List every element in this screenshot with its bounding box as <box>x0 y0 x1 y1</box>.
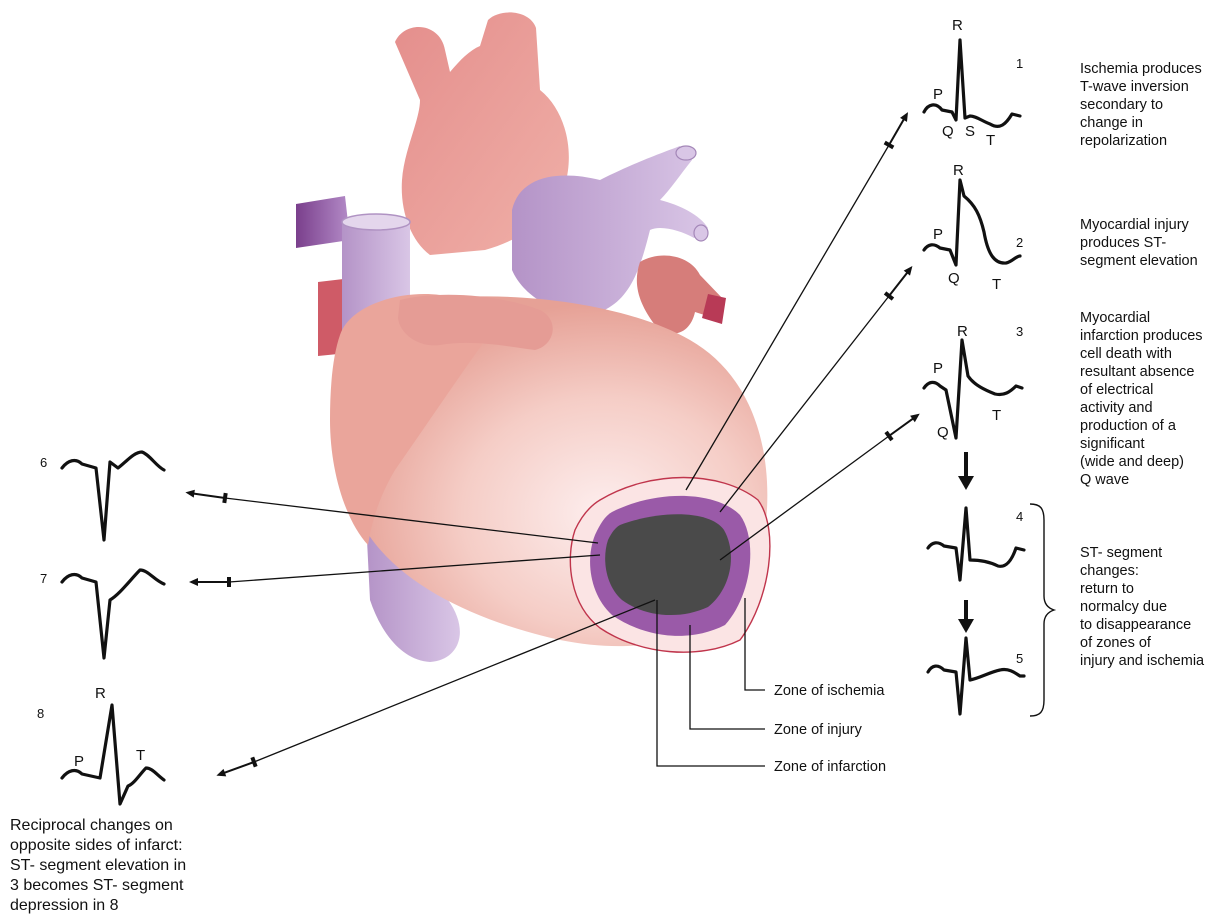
infarct-zones <box>570 478 770 653</box>
wave8-P: P <box>74 753 84 770</box>
description-1-line: Ischemia produces <box>1080 60 1202 78</box>
ecg-waveform-6 <box>62 452 164 540</box>
ecg-waveform-1 <box>924 40 1020 126</box>
wave1-T: T <box>986 132 995 149</box>
description-3-line: Myocardial <box>1080 309 1203 327</box>
reciprocal-line: ST- segment elevation in <box>10 856 186 876</box>
arrow-icon-3 <box>886 410 923 440</box>
description-3: Myocardial infarction produces cell deat… <box>1080 309 1203 489</box>
pulmonary-branch-end <box>676 146 696 160</box>
right-red-vessel <box>637 256 724 334</box>
zone-injury-label: Zone of injury <box>774 722 863 738</box>
description-3-line: infarction produces <box>1080 327 1203 345</box>
description-3-line: production of a <box>1080 417 1203 435</box>
wave-number-7: 7 <box>40 571 47 586</box>
description-1-line: secondary to <box>1080 96 1202 114</box>
arrow-icon-7 <box>189 577 229 587</box>
description-3-line: Q wave <box>1080 471 1203 489</box>
description-2: Myocardial injury produces ST- segment e… <box>1080 216 1198 270</box>
description-3-line: of electrical <box>1080 381 1203 399</box>
wave-number-1: 1 <box>1016 56 1023 71</box>
wave2-Q: Q <box>948 270 960 287</box>
zone-infarction-label: Zone of infarction <box>774 759 886 775</box>
reciprocal-description: Reciprocal changes on opposite sides of … <box>10 816 186 916</box>
reciprocal-line: Reciprocal changes on <box>10 816 186 836</box>
wave1-P: P <box>933 86 943 103</box>
pulmonary-branch-end-2 <box>694 225 708 241</box>
reciprocal-line: opposite sides of infarct: <box>10 836 186 856</box>
description-1: Ischemia produces T-wave inversion secon… <box>1080 60 1202 150</box>
description-4-5-line: of zones of <box>1080 634 1204 652</box>
description-2-line: Myocardial injury <box>1080 216 1198 234</box>
description-4-5-line: normalcy due <box>1080 598 1204 616</box>
reciprocal-line: 3 becomes ST- segment <box>10 876 186 896</box>
wave2-P: P <box>933 226 943 243</box>
bracket-4-5 <box>1030 504 1054 716</box>
arrow-icon-6 <box>185 487 226 502</box>
wave1-S: S <box>965 123 975 140</box>
wave3-T: T <box>992 407 1001 424</box>
description-4-5-line: return to <box>1080 580 1204 598</box>
wave2-T: T <box>992 276 1001 293</box>
description-1-line: repolarization <box>1080 132 1202 150</box>
description-4-5-line: ST- segment <box>1080 544 1204 562</box>
ecg-waveform-2 <box>924 180 1020 265</box>
ecg-waveform-4 <box>928 508 1024 580</box>
down-arrow-icon-1 <box>958 452 974 490</box>
wave1-R: R <box>952 17 963 34</box>
description-2-line: segment elevation <box>1080 252 1198 270</box>
vena-cava-top <box>342 214 410 230</box>
wave-number-4: 4 <box>1016 509 1023 524</box>
arrow-icon-2 <box>885 263 916 299</box>
zone-ischemia-label: Zone of ischemia <box>774 683 885 699</box>
down-arrow-icon-2 <box>958 600 974 633</box>
wave2-R: R <box>953 162 964 179</box>
description-1-line: change in <box>1080 114 1202 132</box>
wave-number-3: 3 <box>1016 324 1023 339</box>
ecg-waveform-5 <box>928 638 1024 714</box>
description-3-line: cell death with <box>1080 345 1203 363</box>
arrow-icon-1 <box>885 110 913 148</box>
reciprocal-line: depression in 8 <box>10 896 186 916</box>
description-1-line: T-wave inversion <box>1080 78 1202 96</box>
description-3-line: resultant absence <box>1080 363 1203 381</box>
wave-number-8: 8 <box>37 706 44 721</box>
description-4-5-line: changes: <box>1080 562 1204 580</box>
description-4-5-line: injury and ischemia <box>1080 652 1204 670</box>
description-2-line: produces ST- <box>1080 234 1198 252</box>
wave3-Q: Q <box>937 424 949 441</box>
ecg-waveform-7 <box>62 570 164 658</box>
wave1-Q: Q <box>942 123 954 140</box>
description-3-line: (wide and deep) <box>1080 453 1203 471</box>
wave3-P: P <box>933 360 943 377</box>
description-4-5-line: to disappearance <box>1080 616 1204 634</box>
infarction-zone <box>605 514 731 615</box>
description-4-5: ST- segment changes: return to normalcy … <box>1080 544 1204 670</box>
arrow-icon-8 <box>215 757 256 780</box>
wave-number-2: 2 <box>1016 235 1023 250</box>
description-3-line: significant <box>1080 435 1203 453</box>
wave8-T: T <box>136 747 145 764</box>
description-3-line: activity and <box>1080 399 1203 417</box>
wave-number-6: 6 <box>40 455 47 470</box>
wave8-R: R <box>95 685 106 702</box>
wave-number-5: 5 <box>1016 651 1023 666</box>
wave3-R: R <box>957 323 968 340</box>
